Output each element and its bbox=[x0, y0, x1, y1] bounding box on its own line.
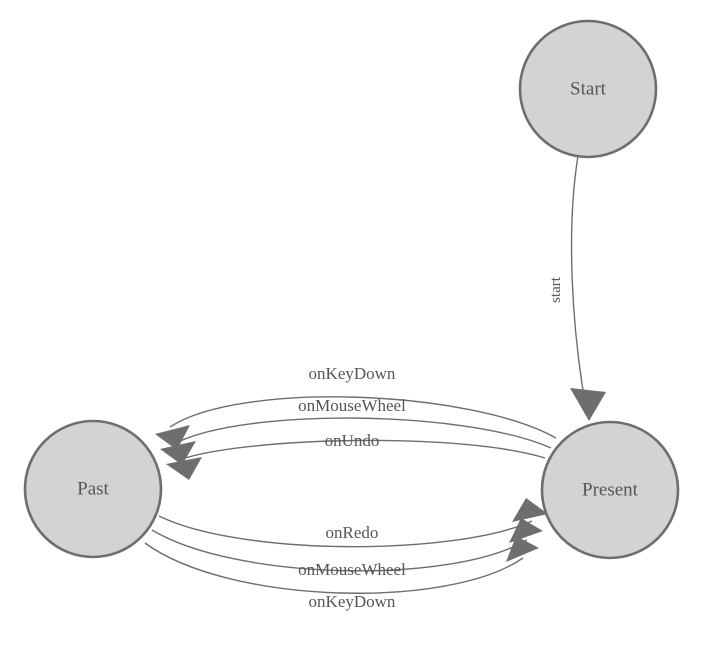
edge-label-past-present-redo: onRedo bbox=[326, 523, 379, 542]
arrowhead-present-top bbox=[570, 388, 606, 421]
edge-present-to-past-keydown[interactable]: onKeyDown bbox=[155, 364, 557, 450]
node-present[interactable]: Present bbox=[540, 420, 680, 560]
node-present-circle bbox=[540, 420, 680, 560]
edge-start-to-present-path bbox=[570, 155, 587, 409]
node-present-label: Present bbox=[582, 479, 639, 500]
edge-label-present-past-keydown: onKeyDown bbox=[309, 364, 396, 383]
arrowhead-present-lower-3 bbox=[506, 536, 539, 562]
arrowhead-past-upper-3 bbox=[166, 457, 202, 480]
edge-start-to-present[interactable]: start bbox=[548, 155, 606, 421]
node-past-circle bbox=[23, 419, 163, 559]
edge-past-to-present-redo-path bbox=[158, 515, 533, 548]
node-start-circle bbox=[518, 19, 658, 159]
edge-present-to-past-undo-path bbox=[181, 439, 546, 460]
edge-past-to-present-keydown-path bbox=[144, 542, 524, 594]
edge-past-to-present-keydown[interactable]: onKeyDown bbox=[144, 536, 539, 611]
edge-label-past-present-keydown: onKeyDown bbox=[309, 592, 396, 611]
arrowhead-past-upper-1 bbox=[155, 425, 190, 450]
edge-present-to-past-mousewheel[interactable]: onMouseWheel bbox=[160, 396, 552, 465]
edge-present-to-past-keydown-path bbox=[169, 396, 557, 439]
node-past-label: Past bbox=[77, 478, 109, 499]
edge-past-to-present-mousewheel[interactable]: onMouseWheel bbox=[151, 518, 543, 579]
edge-past-to-present-redo[interactable]: onRedo bbox=[158, 498, 548, 548]
arrowhead-present-lower-1 bbox=[512, 498, 548, 522]
edge-past-to-present-mousewheel-path bbox=[151, 529, 528, 572]
node-past[interactable]: Past bbox=[23, 419, 163, 559]
edge-label-past-present-mousewheel: onMouseWheel bbox=[298, 560, 406, 579]
node-start-label: Start bbox=[570, 78, 607, 99]
arrowhead-present-lower-2 bbox=[509, 518, 543, 543]
node-start[interactable]: Start bbox=[518, 19, 658, 159]
edge-present-to-past-mousewheel-path bbox=[175, 417, 552, 449]
edge-present-to-past-undo[interactable]: onUndo bbox=[166, 431, 546, 480]
edge-label-present-past-mousewheel: onMouseWheel bbox=[298, 396, 406, 415]
edge-label-present-past-undo: onUndo bbox=[325, 431, 380, 450]
edge-label-start: start bbox=[548, 276, 564, 303]
arrowhead-past-upper-2 bbox=[160, 441, 196, 465]
